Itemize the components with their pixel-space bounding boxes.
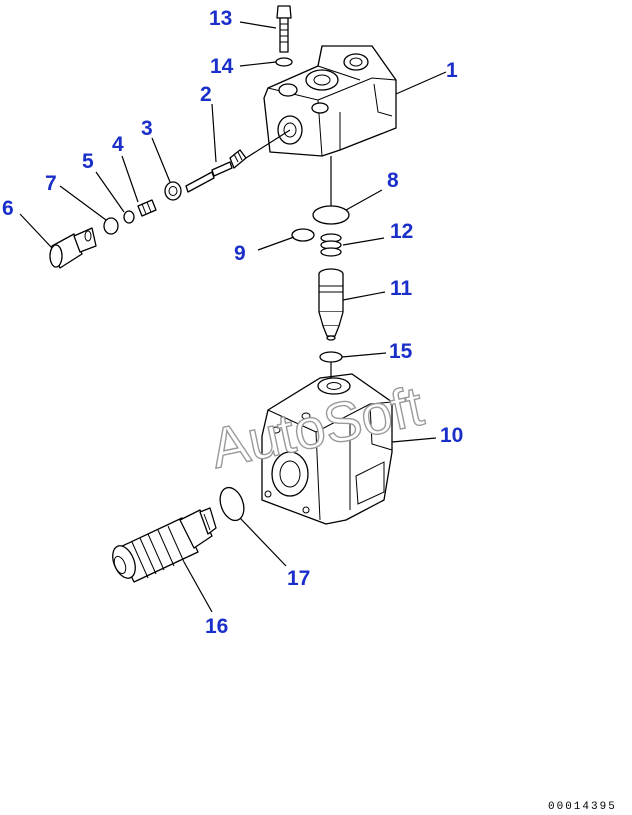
callout-12: 12 bbox=[390, 220, 413, 243]
document-number: 00014395 bbox=[548, 801, 617, 813]
callout-5: 5 bbox=[82, 150, 94, 173]
part-14-washer bbox=[275, 57, 293, 67]
callout-9: 9 bbox=[234, 242, 246, 265]
callout-11: 11 bbox=[390, 277, 413, 300]
part-15-o-ring bbox=[319, 351, 343, 363]
callout-2: 2 bbox=[200, 83, 212, 106]
callout-1: 1 bbox=[446, 59, 458, 82]
part-4-seat bbox=[137, 199, 157, 217]
callout-10: 10 bbox=[440, 424, 463, 447]
part-7-o-ring bbox=[103, 217, 119, 235]
part-8-seal bbox=[312, 205, 350, 225]
callout-7: 7 bbox=[45, 172, 57, 195]
part-9-o-ring bbox=[291, 228, 315, 242]
callout-15: 15 bbox=[389, 340, 413, 363]
part-5-ring bbox=[123, 210, 135, 224]
callout-14: 14 bbox=[210, 55, 234, 78]
part-3-nut bbox=[164, 181, 182, 201]
part-11-poppet bbox=[318, 268, 344, 341]
callout-4: 4 bbox=[112, 133, 124, 156]
part-1-valve-body bbox=[263, 45, 397, 157]
callout-labels: 13 14 1 2 3 4 5 7 6 8 12 9 11 15 10 17 1… bbox=[2, 7, 463, 638]
callout-3: 3 bbox=[141, 117, 153, 140]
callout-8: 8 bbox=[387, 169, 399, 192]
callout-6: 6 bbox=[2, 197, 14, 220]
callout-17: 17 bbox=[287, 567, 310, 590]
callout-13: 13 bbox=[209, 7, 232, 30]
part-10-valve-body bbox=[261, 373, 393, 525]
leader-lines bbox=[19, 21, 447, 613]
part-13-bolt bbox=[276, 5, 292, 53]
part-2-spool bbox=[185, 149, 247, 193]
part-17-o-ring bbox=[219, 486, 245, 522]
part-12-spring bbox=[320, 233, 342, 257]
callout-16: 16 bbox=[205, 615, 228, 638]
part-6-plug bbox=[49, 227, 97, 269]
part-16-relief-valve bbox=[112, 507, 217, 583]
